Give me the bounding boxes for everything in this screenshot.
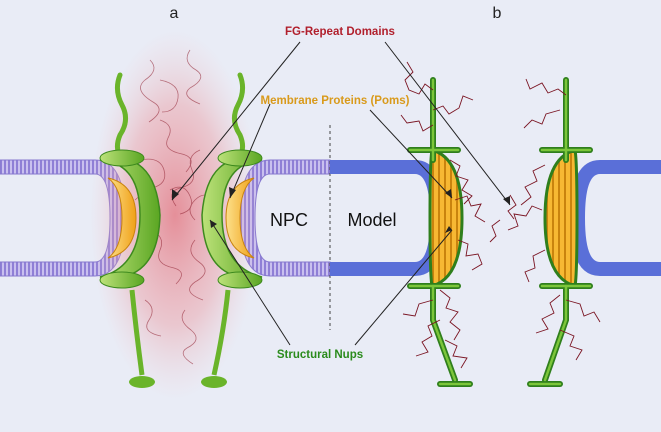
structural-nups-label: Structural Nups [277,349,363,361]
callout-lines [171,41,511,346]
panel-a [0,30,331,400]
fg-filaments-b [400,61,601,369]
nup-right-b-inner [528,78,592,386]
panel-a-label: a [170,5,179,22]
callout-arrowheads [172,187,510,233]
model-label: Model [347,210,396,230]
fg-filaments-a [134,49,216,365]
pom-left-a [107,177,137,259]
panel-b-label: b [493,5,502,22]
panel-b [330,61,661,387]
nup-left-a [99,72,161,388]
membrane-right-b [570,160,661,276]
fg-repeat-label: FG-Repeat Domains [285,26,395,38]
membrane-proteins-label: Membrane Proteins (Poms) [261,95,410,107]
pom-right-a [225,177,255,259]
nup-left-b-inner [408,78,472,386]
npc-label: NPC [270,210,308,230]
